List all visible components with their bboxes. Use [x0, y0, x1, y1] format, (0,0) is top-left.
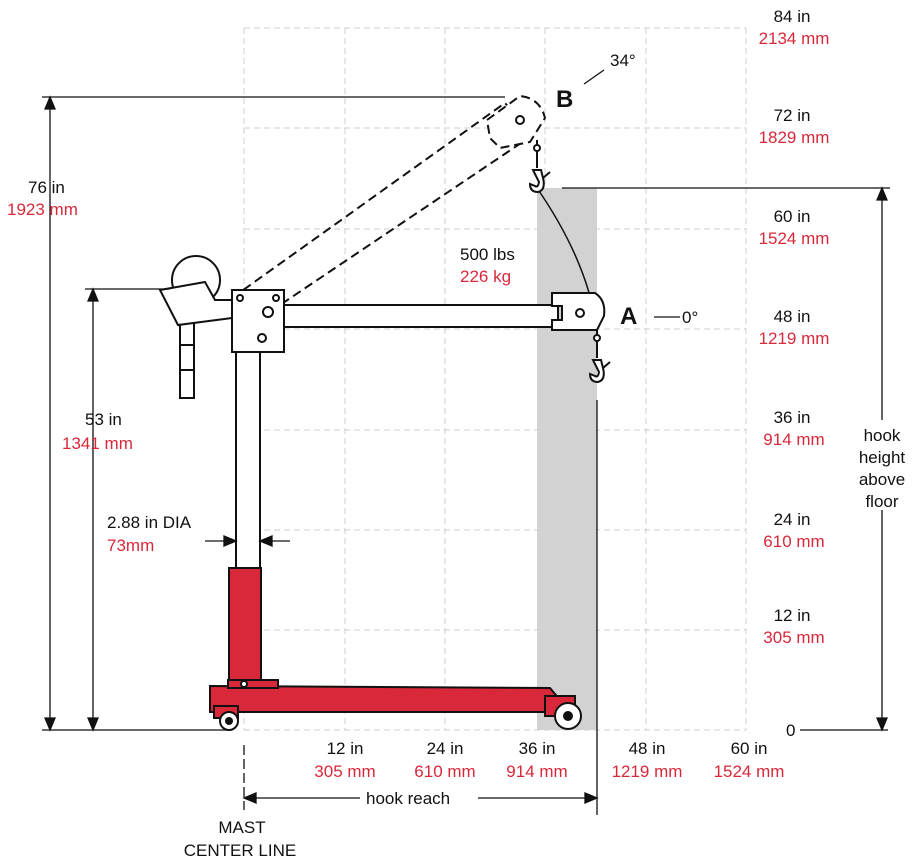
height-tick-imperial: 24 in [774, 510, 811, 529]
boom-position-a [282, 292, 606, 331]
reach-tick-imperial: 36 in [519, 739, 556, 758]
reach-tick-imperial: 60 in [731, 739, 768, 758]
reach-tick-imperial: 24 in [427, 739, 464, 758]
height-scale: 84 in 2134 mm 72 in 1829 mm 60 in 1524 mm 48 i… [759, 7, 830, 647]
reach-tick-metric: 610 mm [414, 762, 475, 781]
base-frame [209, 567, 576, 719]
height-tick-imperial: 12 in [774, 606, 811, 625]
hook-reach-label: hook reach [366, 789, 450, 808]
boom-height-metric: 1341 mm [62, 434, 133, 453]
position-b-angle: 34° [610, 51, 636, 70]
casters [219, 702, 582, 731]
hook-a [588, 330, 611, 384]
height-tick-imperial: 72 in [774, 106, 811, 125]
hook-b [528, 140, 551, 194]
height-tick-metric: 1829 mm [759, 128, 830, 147]
height-tick-imperial: 36 in [774, 408, 811, 427]
svg-text:height: height [859, 448, 906, 467]
winch-assembly [158, 255, 233, 399]
reach-tick-metric: 305 mm [314, 762, 375, 781]
height-tick-metric: 610 mm [763, 532, 824, 551]
boom-height-imperial: 53 in [85, 410, 122, 429]
height-tick-metric: 1524 mm [759, 229, 830, 248]
reach-tick-imperial: 48 in [629, 739, 666, 758]
height-tick-imperial: 84 in [774, 7, 811, 26]
position-a-letter: A [620, 303, 637, 330]
svg-text:floor: floor [865, 492, 898, 511]
reach-band [537, 188, 597, 730]
boom-position-b [231, 94, 547, 304]
hook-height-label: hook height above floor [859, 426, 906, 511]
height-tick-imperial: 60 in [774, 207, 811, 226]
height-tick-metric: 1219 mm [759, 329, 830, 348]
height-tick-metric: 2134 mm [759, 29, 830, 48]
overall-height-metric: 1923 mm [7, 200, 78, 219]
mast-center-line-label: MAST CENTER LINE [184, 818, 296, 860]
svg-text:hook: hook [864, 426, 901, 445]
reach-tick-imperial: 12 in [327, 739, 364, 758]
mast-diameter-imperial: 2.88 in DIA [107, 513, 192, 532]
reach-tick-metric: 914 mm [506, 762, 567, 781]
height-tick-metric: 914 mm [763, 430, 824, 449]
mast-diameter-metric: 73mm [107, 536, 154, 555]
capacity-metric: 226 kg [460, 267, 511, 286]
position-a-angle: 0° [682, 308, 698, 327]
svg-text:above: above [859, 470, 905, 489]
svg-text:MAST: MAST [218, 818, 265, 837]
reach-tick-metric: 1219 mm [612, 762, 683, 781]
overall-height-imperial: 76 in [28, 178, 65, 197]
capacity-imperial: 500 lbs [460, 245, 515, 264]
reach-tick-metric: 1524 mm [714, 762, 785, 781]
position-b-letter: B [556, 86, 573, 113]
svg-text:CENTER LINE: CENTER LINE [184, 841, 296, 860]
dimension-lines [42, 69, 890, 815]
height-tick-imperial: 48 in [774, 307, 811, 326]
mast [231, 289, 285, 571]
reach-scale: 12 in 305 mm 24 in 610 mm 36 in 914 mm 48 in 12… [314, 739, 784, 781]
height-zero-label: 0 [786, 721, 795, 740]
height-tick-metric: 305 mm [763, 628, 824, 647]
